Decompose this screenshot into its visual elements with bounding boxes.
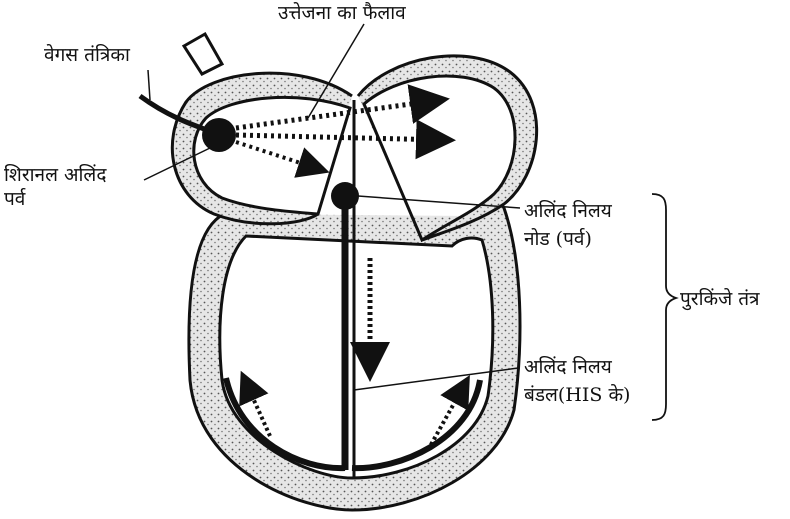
sa-node (202, 118, 236, 152)
atrium-right-wall (358, 56, 537, 240)
label-purkinje-system: पुरकिंजे तंत्र (680, 288, 760, 310)
label-sa-node-line1: शिरानल अलिंद (4, 164, 106, 186)
atrium-left-wall (172, 73, 352, 224)
av-node (331, 182, 359, 210)
vessel-stub (184, 34, 222, 74)
leader-vagus (148, 70, 150, 100)
label-vagus-nerve: वेगस तंत्रिका (44, 44, 130, 66)
label-impulse-spread: उत्तेजना का फैलाव (278, 2, 406, 24)
label-av-bundle-line2: बंडल(HIS के) (524, 384, 630, 406)
label-sa-node-line2: पर्व (4, 188, 25, 210)
label-av-bundle-line1: अलिंद निलय (524, 356, 612, 378)
label-av-node-line2: नोड (पर्व) (524, 228, 592, 250)
label-av-node-line1: अलिंद निलय (524, 200, 612, 222)
impulse-arrow-3 (236, 142, 322, 170)
purkinje-brace (652, 194, 676, 420)
